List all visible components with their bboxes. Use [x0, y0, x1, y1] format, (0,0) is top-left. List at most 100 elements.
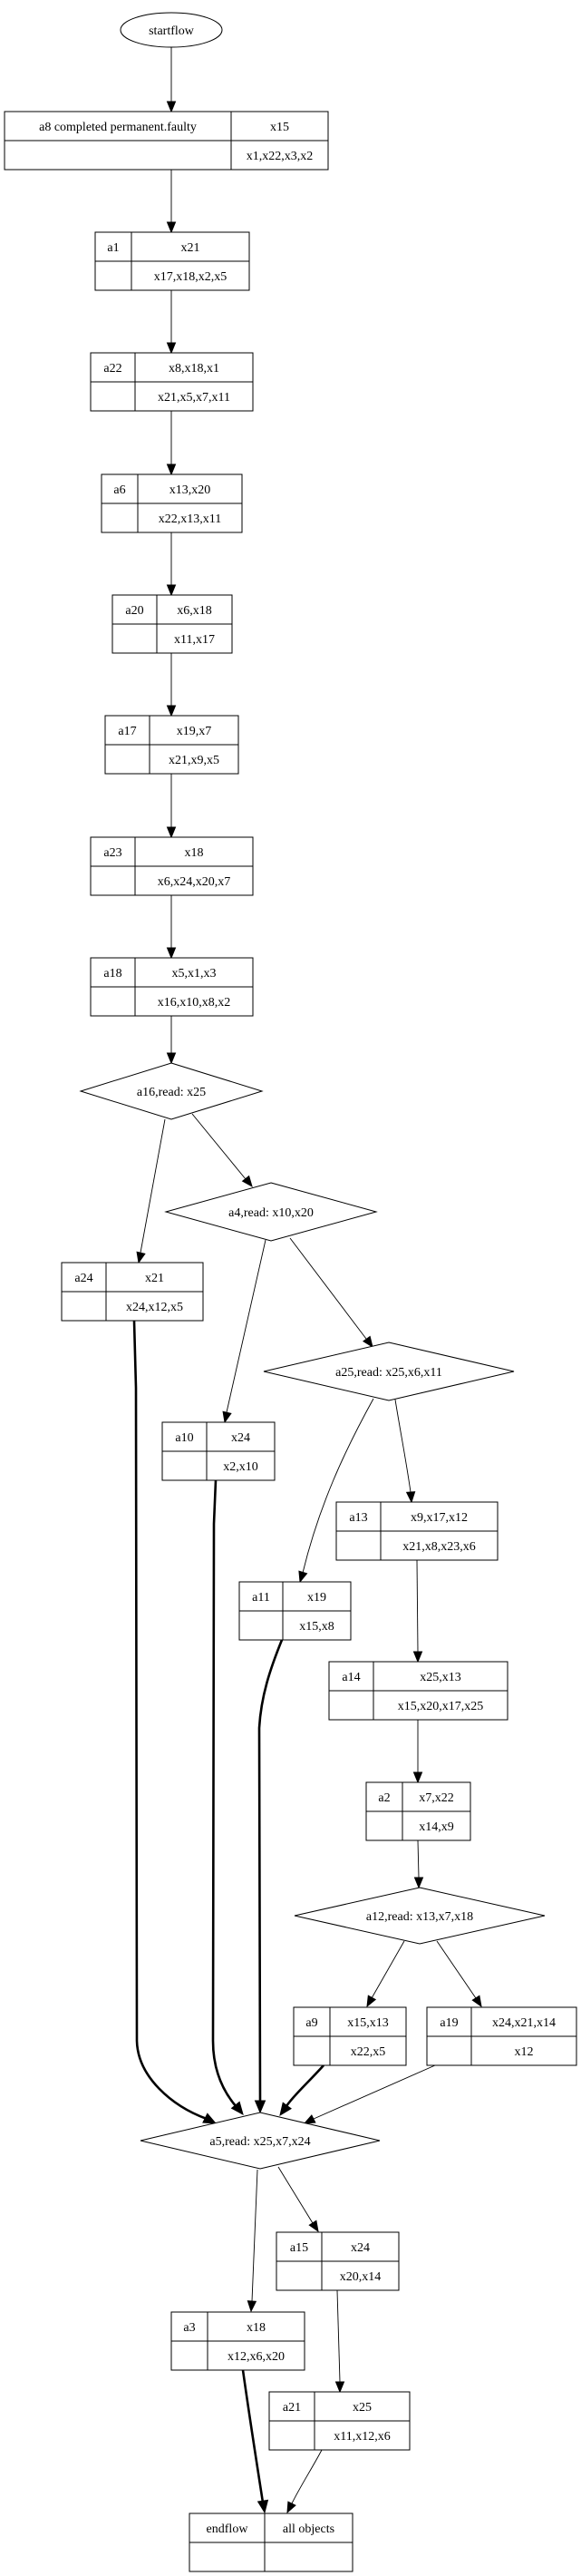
edge-a25-to-a11 — [298, 1398, 374, 1584]
edge-line — [289, 1237, 367, 1340]
edge-line — [416, 1559, 419, 1653]
activity-node-a18[interactable]: a18 x5,x1,x3 x16,x10,x8,x2 — [90, 957, 254, 1017]
node-bottom-vars: x1,x22,x3,x2 — [247, 150, 314, 163]
node-label: a24 — [74, 1272, 92, 1285]
activity-node-a2[interactable]: a2 x7,x22 x14,x9 — [365, 1781, 471, 1841]
decision-label: a12,read: x13,x7,x18 — [366, 1910, 473, 1924]
node-top-vars: all objects — [283, 2522, 334, 2536]
edge-a1-to-a22 — [166, 290, 177, 355]
decision-node-a25[interactable]: a25,read: x25,x6,x11 — [263, 1342, 515, 1401]
node-top-vars: x9,x17,x12 — [411, 1511, 468, 1525]
edge-line — [211, 1479, 237, 2108]
node-label: a23 — [103, 846, 121, 860]
node-top-vars: x18 — [247, 2321, 266, 2335]
arrowhead-icon — [366, 1995, 377, 2008]
decision-diamond — [79, 1062, 264, 1120]
edge-line — [257, 1639, 284, 2103]
arrowhead-icon — [166, 705, 177, 717]
edge-a10-to-a5 — [211, 1479, 244, 2116]
node-top-vars: x13,x20 — [169, 483, 211, 497]
edge-line — [336, 2289, 341, 2383]
decision-diamond — [263, 1342, 515, 1401]
start-node[interactable]: startflow — [120, 12, 223, 48]
arrowhead-icon — [166, 947, 177, 960]
node-bottom-vars: x21,x8,x23,x6 — [402, 1540, 476, 1554]
node-label: a8 completed permanent.faulty — [39, 121, 197, 134]
decision-node-a5[interactable]: a5,read: x25,x7,x24 — [140, 2112, 381, 2170]
decision-label: a16,read: x25 — [137, 1086, 206, 1099]
node-bottom-vars: x14,x9 — [419, 1820, 454, 1834]
edges-layer — [132, 47, 482, 2514]
edge-line — [251, 2169, 258, 2302]
edge-line — [285, 2064, 324, 2107]
arrowhead-icon — [166, 1052, 177, 1065]
node-top-vars: x24,x21,x14 — [492, 2016, 556, 2030]
node-bottom-vars: x6,x24,x20,x7 — [158, 875, 231, 889]
node-label: a1 — [107, 241, 119, 255]
decision-node-a4[interactable]: a4,read: x10,x20 — [164, 1182, 378, 1242]
arrowhead-icon — [230, 2101, 244, 2116]
edge-line — [313, 2064, 436, 2120]
arrowhead-icon — [166, 584, 177, 597]
node-top-vars: x21 — [181, 241, 200, 255]
node-label: a18 — [103, 967, 121, 981]
node-top-vars: x24 — [351, 2241, 370, 2255]
edge-a25-to-a13 — [394, 1399, 416, 1504]
edge-a22-to-a6 — [166, 411, 177, 476]
edge-line — [226, 1239, 266, 1413]
decision-node-a16[interactable]: a16,read: x25 — [79, 1062, 264, 1120]
arrowhead-icon — [362, 1335, 373, 1349]
node-bottom-vars: x15,x20,x17,x25 — [398, 1700, 484, 1713]
node-label: a9 — [305, 2016, 317, 2030]
edge-a12-to-a9 — [366, 1940, 405, 2008]
edge-a16-to-a24 — [136, 1118, 166, 1264]
node-label: a14 — [342, 1671, 360, 1684]
node-bottom-vars: x15,x8 — [299, 1620, 334, 1634]
node-label: a22 — [103, 362, 121, 376]
node-label: a2 — [378, 1791, 390, 1805]
node-top-vars: x15,x13 — [347, 2016, 389, 2030]
arrowhead-icon — [308, 2220, 319, 2233]
decision-node-a12[interactable]: a12,read: x13,x7,x18 — [294, 1887, 546, 1945]
node-label: a6 — [113, 483, 125, 497]
node-bottom-vars: x2,x10 — [223, 1460, 258, 1474]
arrowhead-icon — [254, 2100, 266, 2114]
node-label: a20 — [125, 604, 143, 618]
arrowhead-icon — [241, 1175, 253, 1188]
edge-line — [436, 1940, 477, 1999]
arrowhead-icon — [166, 342, 177, 355]
node-top-vars: x5,x1,x3 — [172, 967, 217, 981]
edge-a4-to-a25 — [289, 1237, 373, 1349]
edge-line — [277, 2166, 314, 2224]
node-bottom-vars: x12 — [515, 2045, 534, 2059]
node-top-vars: x19 — [307, 1591, 326, 1605]
node-bottom-vars: x11,x17 — [174, 633, 215, 647]
arrowhead-icon — [202, 2113, 218, 2124]
arrowhead-icon — [286, 2501, 296, 2514]
edge-a4-to-a10 — [222, 1239, 266, 1424]
node-top-vars: x7,x22 — [419, 1791, 454, 1805]
node-bottom-vars: x16,x10,x8,x2 — [158, 996, 231, 1010]
edge-a16-to-a4 — [191, 1113, 253, 1188]
edge-a17-to-a23 — [166, 774, 177, 839]
